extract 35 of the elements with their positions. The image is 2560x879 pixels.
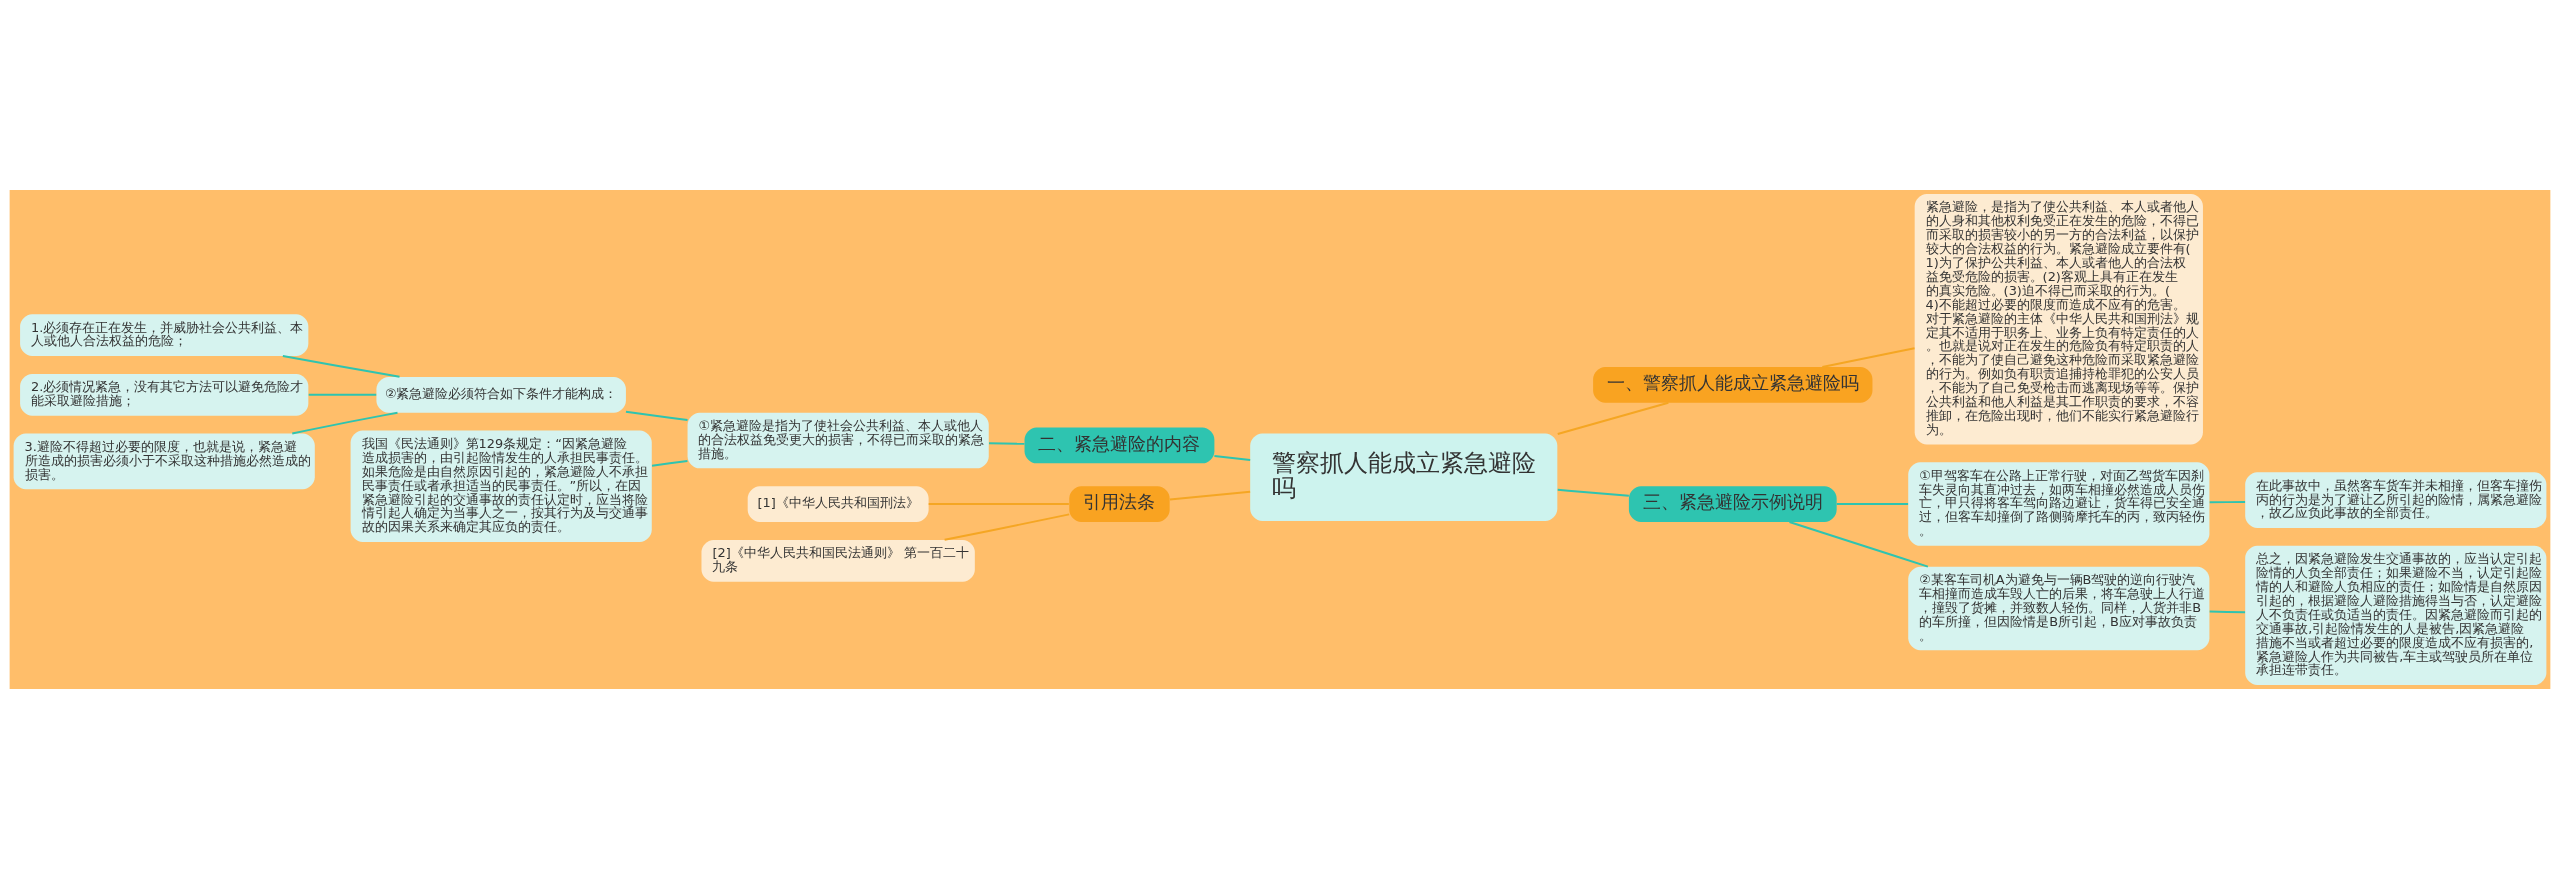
node-box: 1.必须存在正在发生，并威胁社会公共利益、本人或他人合法权益的危险； (20, 314, 309, 356)
node-box: 二、紧急避险的内容 (1024, 427, 1215, 464)
connector (1213, 455, 1252, 462)
connector (291, 411, 399, 435)
connector (988, 442, 1026, 445)
node-box: [1]《中华人民共和国刑法》 (747, 486, 929, 522)
node-box: 一、警察抓人能成立紧急避险吗 (1593, 366, 1873, 403)
connector (927, 503, 1070, 506)
node-box: ①甲驾客车在公路上正常行驶，对面乙驾货车因刹车失灵向其直冲过去，如两车相撞必然造成人员伤亡，甲只得将客车驾向路边避让，货车得已安全通过，但客车却撞倒了路侧骑摩托车的丙，致丙轻伤。 (1908, 462, 2210, 546)
connector (1835, 503, 1910, 506)
node-box: ②紧急避险必须符合如下条件才能构成： (376, 376, 626, 413)
node-box: 2.必须情况紧急，没有其它方法可以避免危险才能采取避险措施； (20, 373, 309, 416)
node-box: ①紧急避险是指为了使社会公共利益、本人或他人的合法权益免受更大的损害，不得已而采取的紧急措施。 (687, 412, 989, 469)
node-box: 紧急避险，是指为了使公共利益、本人或者他人的人身和其他权利免受正在发生的危险，不得已而采取的损害较小的另一方的合法利益，以保护较大的合法权益的行为。紧急避险成立要件有(1)为了保护公共利益、本人或者他人的合法权益免受危险的损害。(2)客观上具有正在发生的真实危险。(3)迫不得已而采取的行为。(4)不能超过必要的限度而造成不应有的危害。对于紧急避险的主体《中华人民共和国刑法》规定其不适用于职务上、业务上负有特定责任的人。也就是说对正在发生的危险负有特定职责的人，不能为了使自己避免这种危险而采取紧急避险的行为。例如负有职责追捕持枪罪犯的公安人员，不能为了自己免受枪击而逃离现场等等。保护公共利益和他人利益是其工作职责的要求，不容推卸，在危险出现时，他们不能实行紧急避险行为。 (1914, 194, 2203, 445)
node-box: 我国《民法通则》第129条规定：“因紧急避险造成损害的，由引起险情发生的人承担民事责任。如果危险是由自然原因引起的，紧急避险人不承担民事责任或者承担适当的民事责任。”所以，在因紧急避险引起的交通事故的责任认定时，应当将险情引起人确定为当事人之一，按其行为及与交通事故的因果关系来确定其应负的责任。 (350, 430, 652, 542)
connector (1556, 488, 1630, 497)
connector (1168, 490, 1252, 501)
connector (2208, 610, 2247, 614)
connector (943, 513, 1071, 541)
node-box: 三、紧急避险示例说明 (1628, 486, 1837, 522)
connector (1821, 347, 1916, 368)
node-box: 在此事故中，虽然客车货车并未相撞，但客车撞伤丙的行为是为了避让乙所引起的险情，属紧急避险，故乙应负此事故的全部责任。 (2245, 472, 2547, 528)
node-box: 总之，因紧急避险发生交通事故的，应当认定引起险情的人负全部责任；如果避险不当，认定引起险情的人和避险人负相应的责任；如险情是自然原因引起的，根据避险人避险措施得当与否，认定避险人不负责任或负适当的责任。因紧急避险而引起的交通事故,引起险情发生的人是被告,因紧急避险措施不当或者超过必要的限度造成不应有损害的,紧急避险人作为共同被告,车主或驾驶员所在单位承担连带责任。 (2245, 545, 2547, 685)
node-box: 引用法条 (1069, 486, 1170, 522)
connector (1788, 521, 1929, 568)
node-box: ②某客车司机A为避免与一辆B驾驶的逆向行驶汽车相撞而造成车毁人亡的后果，将车急驶上人行道，撞毁了货摊，并致数人轻伤。同样，人货并非B的车所撞，但因险情是B所引起，B应对事故负责。 (1908, 566, 2210, 651)
connector (2208, 500, 2247, 504)
node-box: 3.避险不得超过必要的限度，也就是说，紧急避所造成的损害必须小于不采取这种措施必然造成的损害。 (13, 433, 315, 490)
node-box: 警察抓人能成立紧急避险吗 (1250, 433, 1558, 521)
connector (307, 393, 378, 396)
node-box: [2]《中华人民共和国民法通则》 第一百二十九条 (701, 539, 975, 582)
connector (651, 459, 689, 467)
connector (1556, 401, 1670, 436)
connector (624, 410, 689, 422)
connector (281, 355, 401, 378)
